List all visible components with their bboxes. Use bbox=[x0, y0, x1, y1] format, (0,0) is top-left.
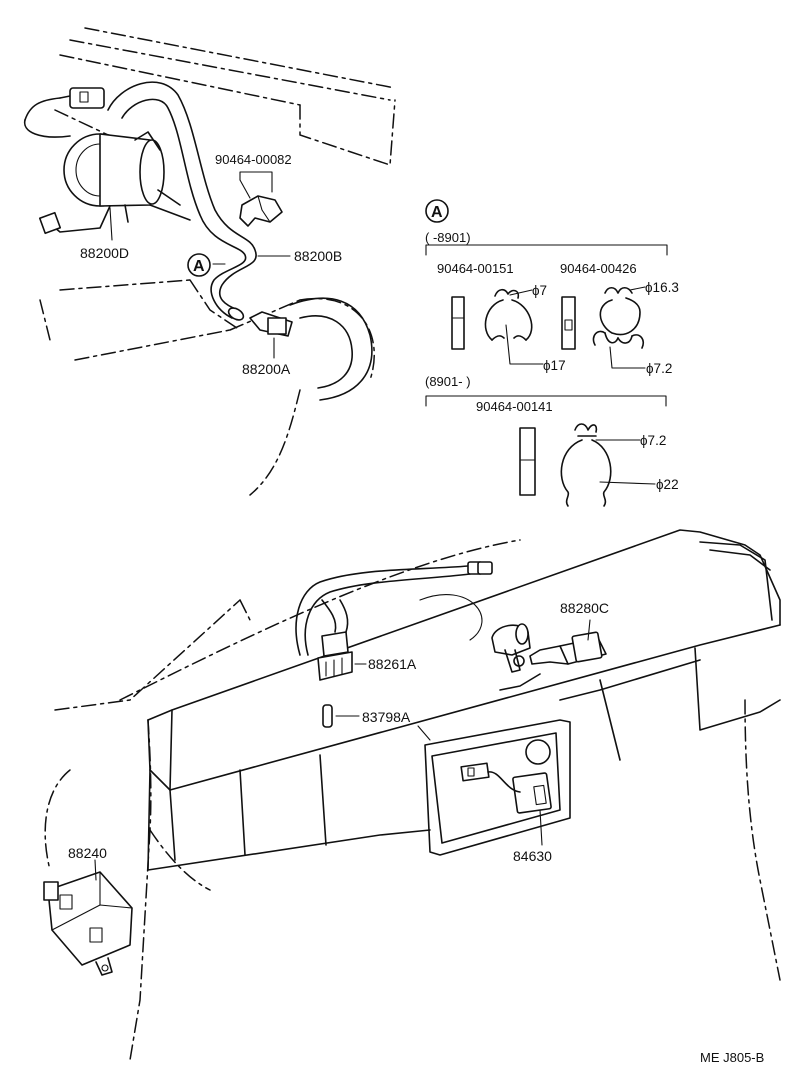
leader-phi7-2a bbox=[609, 346, 646, 369]
ecu-88240 bbox=[43, 859, 133, 976]
range1-bracket bbox=[425, 244, 668, 256]
leader-phi16-3 bbox=[629, 286, 646, 291]
instrument-panel bbox=[147, 529, 781, 871]
callout-a-circle bbox=[187, 253, 211, 277]
cylinder-housing bbox=[289, 297, 373, 401]
detail-range-before: ( -8901) bbox=[425, 230, 471, 245]
label-88200a: 88200A bbox=[242, 361, 291, 377]
detail-clip3-part: 90464-00141 bbox=[476, 399, 553, 414]
dim-phi7: ϕ7 bbox=[532, 283, 547, 298]
label-83798a: 83798A bbox=[362, 709, 411, 725]
callout-a-letter: A bbox=[193, 258, 205, 275]
leader-phi22 bbox=[599, 481, 656, 485]
dim-phi17: ϕ17 bbox=[543, 358, 566, 373]
label-90464-00082: 90464-00082 bbox=[215, 152, 292, 167]
sensor-88200a bbox=[249, 311, 293, 359]
clip-90464-00151 bbox=[451, 288, 533, 350]
label-88240: 88240 bbox=[68, 845, 107, 861]
label-88280c: 88280C bbox=[560, 600, 609, 616]
detail-clip2-part: 90464-00426 bbox=[560, 261, 637, 276]
label-84630: 84630 bbox=[513, 848, 552, 864]
label-88200b: 88200B bbox=[294, 248, 342, 264]
label-88261a: 88261A bbox=[368, 656, 417, 672]
actuator-88200d bbox=[24, 87, 191, 235]
pin-83798a bbox=[322, 704, 333, 728]
range2-bracket bbox=[425, 395, 667, 407]
sensor-88280c bbox=[491, 619, 607, 673]
hose-88200b bbox=[107, 81, 257, 321]
clip-90464-00141 bbox=[519, 423, 612, 507]
leader-83798a-b bbox=[417, 725, 431, 741]
detail-clip1-part: 90464-00151 bbox=[437, 261, 514, 276]
leader-88200d bbox=[109, 207, 113, 241]
leader-phi17 bbox=[505, 324, 544, 365]
switch-84630 bbox=[460, 762, 552, 846]
detail-range-after: (8901- ) bbox=[425, 374, 471, 389]
detail-a-letter: A bbox=[431, 204, 443, 221]
lower-console bbox=[424, 719, 571, 856]
dim-phi7-2a: ϕ7.2 bbox=[646, 361, 672, 376]
dim-phi16-3: ϕ16.3 bbox=[645, 280, 679, 295]
dim-phi22: ϕ22 bbox=[656, 477, 679, 492]
clip-90464-00426 bbox=[561, 286, 645, 350]
detail-a-circle bbox=[425, 199, 449, 223]
clamp-90464-00082 bbox=[239, 171, 283, 227]
diagram-code: ME J805-B bbox=[700, 1050, 764, 1065]
harness-88261a bbox=[295, 561, 493, 681]
dim-phi7-2b: ϕ7.2 bbox=[640, 433, 666, 448]
label-88200d: 88200D bbox=[80, 245, 129, 261]
dashboard-outline bbox=[44, 539, 781, 1061]
leader-phi7 bbox=[509, 289, 533, 296]
